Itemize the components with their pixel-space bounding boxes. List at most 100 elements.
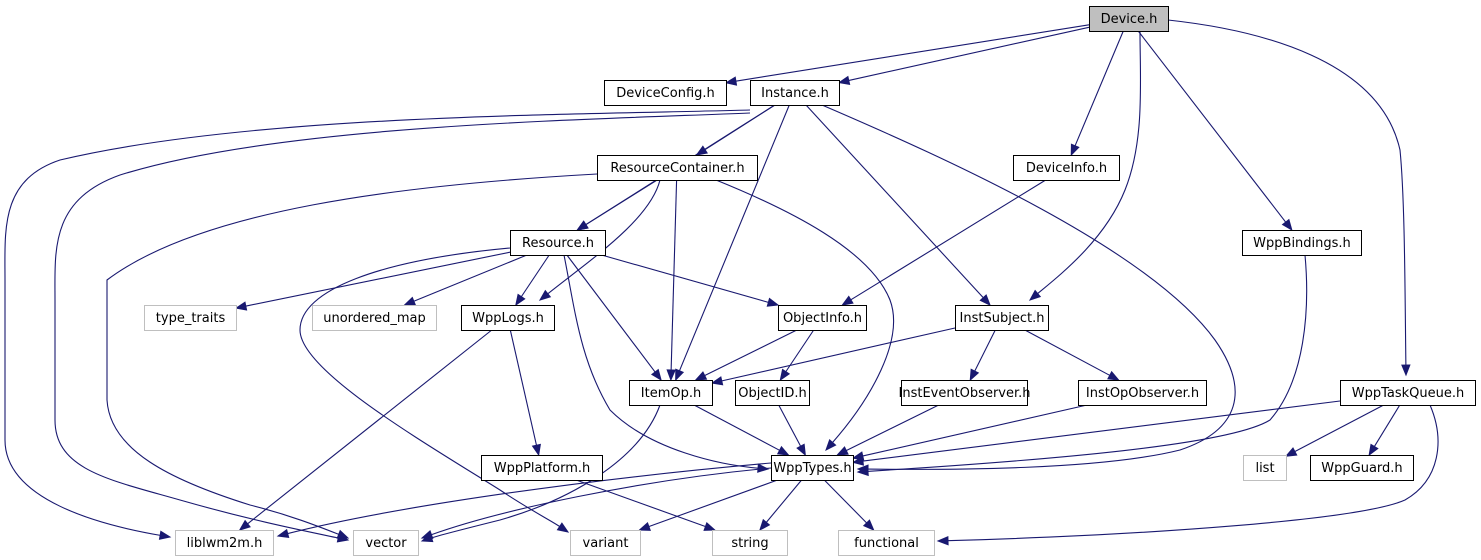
edge-line — [847, 26, 1090, 82]
edge-line — [778, 404, 802, 448]
edge-line — [299, 247, 561, 528]
node-box[interactable] — [955, 305, 1049, 331]
edge-wpptaskqueue-to-wppguard — [1368, 404, 1401, 457]
edge-line — [734, 24, 1090, 82]
node-box[interactable] — [735, 380, 810, 406]
node-functional: functional — [838, 530, 935, 556]
edge-device-to-deviceconfig — [724, 24, 1090, 86]
edge-device-to-wpptaskqueue — [1167, 19, 1411, 377]
edge-line — [861, 400, 1341, 462]
node-box[interactable] — [481, 455, 603, 481]
edge-resourcecontainer-to-vector — [106, 173, 598, 539]
edge-device-to-wppbindings — [1137, 30, 1293, 232]
edge-line — [601, 254, 770, 304]
node-box[interactable] — [1089, 6, 1169, 32]
edge-line — [1036, 30, 1142, 295]
edge-device-to-instance — [837, 26, 1090, 85]
edge-line — [861, 404, 1088, 457]
edge-wpptaskqueue-to-list — [1284, 404, 1384, 457]
node-box[interactable] — [1340, 380, 1476, 406]
node-wpplogs[interactable]: WppLogs.h — [461, 305, 555, 331]
edge-line — [784, 329, 815, 373]
node-resourcecontainer[interactable]: ResourceContainer.h — [597, 155, 758, 181]
edge-resource-to-type_traits — [234, 251, 511, 311]
node-deviceinfo[interactable]: DeviceInfo.h — [1013, 155, 1120, 181]
arrowhead-icon — [1281, 218, 1293, 232]
node-box[interactable] — [750, 80, 840, 106]
edge-line — [520, 254, 550, 298]
node-itemop[interactable]: ItemOp.h — [629, 380, 713, 406]
edge-line — [765, 479, 803, 524]
edge-resource-to-wpplogs — [515, 254, 550, 307]
node-box[interactable] — [1242, 230, 1362, 256]
node-box[interactable] — [1078, 380, 1207, 406]
node-resource[interactable]: Resource.h — [510, 230, 606, 256]
node-label: WppPlatform.h — [494, 461, 591, 476]
node-objectinfo[interactable]: ObjectInfo.h — [778, 305, 867, 331]
node-wppplatform[interactable]: WppPlatform.h — [481, 455, 603, 481]
node-label: ObjectID.h — [738, 386, 807, 401]
node-box[interactable] — [778, 305, 867, 331]
edge-line — [720, 327, 956, 382]
node-instance[interactable]: Instance.h — [750, 80, 840, 106]
arrowhead-icon — [650, 368, 662, 382]
arrowhead-icon — [158, 530, 172, 540]
node-label: vector — [365, 536, 407, 551]
node-wppguard[interactable]: WppGuard.h — [1310, 455, 1414, 481]
edge-line — [430, 404, 661, 539]
node-label: InstEventObserver.h — [899, 386, 1031, 401]
node-box[interactable] — [629, 380, 713, 406]
edge-wpptypes-to-variant — [638, 479, 778, 531]
node-label: WppLogs.h — [472, 311, 544, 326]
node-device[interactable]: Device.h — [1089, 6, 1169, 32]
node-wpptaskqueue[interactable]: WppTaskQueue.h — [1340, 380, 1476, 406]
arrowhead-icon — [856, 466, 869, 477]
arrowhead-icon — [1028, 289, 1042, 301]
node-label: unordered_map — [323, 311, 426, 326]
arrowhead-icon — [841, 295, 854, 306]
arrowhead-icon — [757, 463, 770, 473]
edge-line — [1293, 404, 1384, 453]
node-box[interactable] — [604, 80, 727, 106]
node-box[interactable] — [597, 155, 758, 181]
edge-line — [1167, 19, 1407, 367]
arrowhead-icon — [969, 368, 980, 382]
edge-wpptypes-to-string — [759, 479, 803, 532]
arrowhead-icon — [766, 297, 780, 307]
node-box[interactable] — [1013, 155, 1120, 181]
node-box[interactable] — [771, 455, 854, 481]
arrowhead-icon — [851, 456, 865, 466]
node-box — [312, 305, 437, 331]
node-box — [144, 305, 237, 331]
node-label: DeviceInfo.h — [1026, 161, 1107, 176]
edge-resource-to-variant — [299, 247, 570, 533]
edge-wpplogs-to-wppplatform — [509, 329, 541, 457]
node-instopobserver[interactable]: InstOpObserver.h — [1078, 380, 1207, 406]
edge-line — [703, 329, 798, 377]
node-box[interactable] — [461, 305, 555, 331]
edge-wpptypes-to-liblwm2m — [276, 462, 772, 539]
node-box[interactable] — [510, 230, 606, 256]
edge-line — [1373, 404, 1401, 448]
arrowhead-icon — [703, 521, 717, 531]
edge-instsubject-to-insteventobserver — [969, 329, 996, 382]
node-wpptypes[interactable]: WppTypes.h — [771, 455, 854, 481]
node-box — [353, 530, 419, 556]
node-label: Device.h — [1101, 12, 1158, 27]
edge-line — [693, 404, 781, 452]
edge-device-to-deviceinfo — [1070, 30, 1124, 157]
node-box[interactable] — [901, 380, 1028, 406]
arrowhead-icon — [836, 446, 849, 456]
edge-line — [678, 104, 790, 372]
node-box[interactable] — [1310, 455, 1414, 481]
node-deviceconfig[interactable]: DeviceConfig.h — [604, 80, 727, 106]
edge-wpplogs-to-liblwm2m — [238, 329, 493, 531]
node-wppbindings[interactable]: WppBindings.h — [1242, 230, 1362, 256]
node-instsubject[interactable]: InstSubject.h — [955, 305, 1049, 331]
arrowhead-icon — [837, 75, 851, 85]
edge-objectid-to-wpptypes — [778, 404, 806, 457]
node-vector: vector — [353, 530, 419, 556]
edge-line — [412, 254, 528, 303]
node-insteventobserver[interactable]: InstEventObserver.h — [899, 380, 1031, 406]
node-objectid[interactable]: ObjectID.h — [735, 380, 810, 406]
